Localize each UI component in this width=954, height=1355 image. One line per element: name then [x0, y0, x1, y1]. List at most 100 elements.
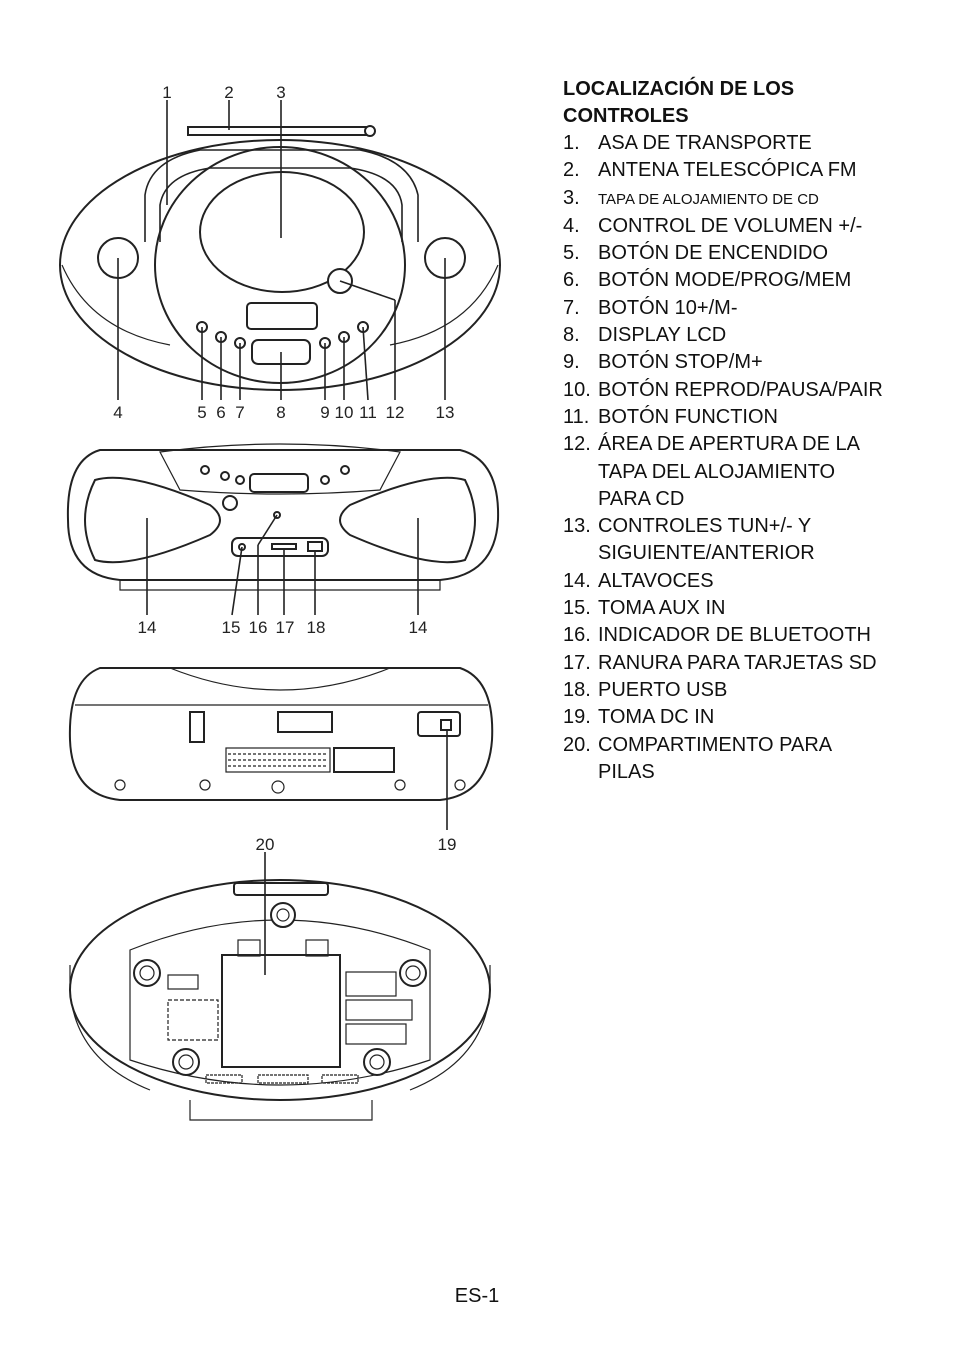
legend-item-text: TOMA AUX IN: [598, 597, 726, 620]
legend-item-text: RANURA PARA TARJETAS SD: [598, 651, 877, 674]
legend-item: 17. RANURA PARA TARJETAS SD: [563, 650, 943, 677]
legend-item-text: BOTÓN FUNCTION: [598, 405, 778, 428]
legend-item-number: 15.: [563, 597, 591, 620]
boombox-illustrations: 1 2 3 4 5 6 7 8 9 10 11 12 13: [59, 83, 501, 1121]
callout-5: 5: [197, 403, 206, 422]
callout-1: 1: [162, 83, 171, 102]
bottom-view-diagram: 20: [69, 835, 491, 1121]
page-number: ES-1: [454, 1285, 500, 1307]
legend-item-text: SIGUIENTE/ANTERIOR: [598, 542, 815, 565]
legend-item: 4. CONTROL DE VOLUMEN +/-: [563, 213, 943, 240]
callout-7: 7: [235, 403, 244, 422]
legend-item-text: TAPA DE ALOJAMIENTO DE CD: [598, 190, 819, 208]
callout-15: 15: [222, 618, 241, 637]
top-view-diagram: 1 2 3 4 5 6 7 8 9 10 11 12 13: [59, 83, 501, 422]
callout-14-left: 14: [138, 618, 157, 637]
legend-item-text: BOTÓN DE ENCENDIDO: [598, 242, 829, 265]
callout-16: 16: [249, 618, 268, 637]
legend-item-number: 6.: [563, 269, 580, 292]
legend-item-text: BOTÓN MODE/PROG/MEM: [598, 269, 852, 292]
legend-item-text: INDICADOR DE BLUETOOTH: [598, 624, 871, 647]
legend-item-text: ÁREA DE APERTURA DE LA: [598, 433, 860, 456]
legend-item: SIGUIENTE/ANTERIOR: [563, 540, 943, 567]
callout-19: 19: [438, 835, 457, 854]
legend-item-number: 9.: [563, 351, 580, 374]
legend-item-text: BOTÓN 10+/M-: [598, 296, 738, 319]
legend-item: 6. BOTÓN MODE/PROG/MEM: [563, 267, 943, 294]
legend-item-text: PILAS: [598, 760, 655, 783]
legend-item-number: 8.: [563, 324, 580, 347]
legend-item-number: 2.: [563, 159, 580, 182]
legend-item-text: PUERTO USB: [598, 678, 728, 701]
legend-item: 1. ASA DE TRANSPORTE: [563, 130, 943, 157]
callout-9: 9: [320, 403, 329, 422]
legend-item-text: BOTÓN REPROD/PAUSA/PAIR: [598, 378, 883, 401]
legend-item-text: TAPA DEL ALOJAMIENTO: [598, 460, 836, 483]
legend-item: 7. BOTÓN 10+/M-: [563, 295, 943, 322]
legend-item-text: BOTÓN STOP/M+: [598, 351, 763, 374]
legend-item: 9. BOTÓN STOP/M+: [563, 349, 943, 376]
legend-item-text: COMPARTIMENTO PARA: [598, 733, 833, 756]
callout-4: 4: [113, 403, 122, 422]
legend-item-number: 10.: [563, 378, 591, 401]
legend-item-number: 7.: [563, 296, 580, 319]
callout-13: 13: [436, 403, 455, 422]
legend-item-text: CONTROL DE VOLUMEN +/-: [598, 214, 863, 237]
legend-item-number: 11.: [563, 405, 590, 428]
callout-6: 6: [216, 403, 225, 422]
legend-item-text: TOMA DC IN: [598, 706, 715, 729]
legend-item: 8. DISPLAY LCD: [563, 322, 943, 349]
legend-item: 18. PUERTO USB: [563, 677, 943, 704]
legend-item: TAPA DEL ALOJAMIENTO: [563, 459, 943, 486]
legend-item-number: 16.: [563, 624, 591, 647]
legend-item: 16. INDICADOR DE BLUETOOTH: [563, 622, 943, 649]
legend-item-number: 3.: [563, 186, 580, 209]
legend-title-line-1: LOCALIZACIÓN DE LOS: [563, 78, 795, 100]
legend-item: 10. BOTÓN REPROD/PAUSA/PAIR: [563, 377, 943, 404]
legend-item: 13. CONTROLES TUN+/- Y: [563, 513, 943, 540]
legend-item: PARA CD: [563, 486, 943, 513]
legend-item-text: ASA DE TRANSPORTE: [598, 132, 812, 154]
legend-item: 3. TAPA DE ALOJAMIENTO DE CD: [563, 185, 943, 213]
legend-item-text: ANTENA TELESCÓPICA FM: [598, 159, 857, 182]
back-view-diagram: 19: [68, 667, 494, 854]
front-view-diagram: 14 15 16 17 18 14: [66, 443, 500, 637]
controls-legend: LOCALIZACIÓN DE LOS CONTROLES 1. ASA DE T…: [563, 76, 943, 786]
legend-item-text: PARA CD: [598, 487, 685, 510]
callout-17: 17: [276, 618, 295, 637]
callout-14-right: 14: [409, 618, 428, 637]
legend-item: 5. BOTÓN DE ENCENDIDO: [563, 240, 943, 267]
callout-11: 11: [359, 403, 377, 422]
legend-item: PILAS: [563, 759, 943, 786]
legend-item: 12. ÁREA DE APERTURA DE LA: [563, 431, 943, 458]
legend-item-number: 17.: [563, 651, 591, 674]
legend-title-line-2: CONTROLES: [563, 105, 689, 127]
callout-20: 20: [256, 835, 275, 854]
legend-item-number: 12.: [563, 433, 591, 456]
legend-item-number: 1.: [563, 132, 580, 154]
legend-item-number: 14.: [563, 569, 591, 592]
legend-item: 11. BOTÓN FUNCTION: [563, 404, 943, 431]
legend-item-number: 20.: [563, 733, 591, 756]
legend-item: 19. TOMA DC IN: [563, 704, 943, 731]
legend-item-number: 18.: [563, 678, 591, 701]
legend-item-number: 13.: [563, 515, 591, 538]
legend-item: 14. ALTAVOCES: [563, 568, 943, 595]
legend-item-number: 5.: [563, 242, 580, 265]
callout-10: 10: [335, 403, 354, 422]
legend-item: 2. ANTENA TELESCÓPICA FM: [563, 157, 943, 184]
callout-12: 12: [386, 403, 405, 422]
legend-list: 1. ASA DE TRANSPORTE 2. ANTENA TELESCÓPICA …: [563, 130, 943, 786]
legend-item: 15. TOMA AUX IN: [563, 595, 943, 622]
callout-3: 3: [276, 83, 285, 102]
callout-18: 18: [307, 618, 326, 637]
legend-item-text: CONTROLES TUN+/- Y: [598, 515, 812, 538]
legend-item: 20. COMPARTIMENTO PARA: [563, 732, 943, 759]
callout-8: 8: [276, 403, 285, 422]
legend-item-text: ALTAVOCES: [598, 569, 714, 592]
legend-item-number: 19.: [563, 706, 591, 729]
control-location-diagrams: 1 2 3 4 5 6 7 8 9 10 11 12 13: [0, 0, 560, 1140]
callout-2: 2: [224, 83, 233, 102]
legend-item-text: DISPLAY LCD: [598, 324, 727, 347]
legend-item-number: 4.: [563, 214, 580, 237]
